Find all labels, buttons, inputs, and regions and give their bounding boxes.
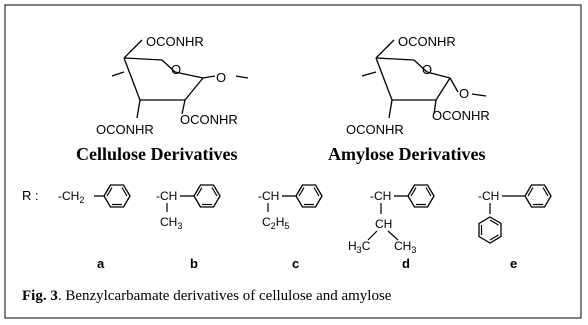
r-group-b-branch: CH: [160, 215, 177, 229]
amylose-sub-top: OCONHR: [398, 34, 456, 49]
r-group-d-left-h: H: [348, 239, 357, 253]
r-group-c-label: c: [292, 256, 299, 271]
cellulose-title: Cellulose Derivatives: [76, 144, 237, 164]
r-group-e-label: e: [510, 256, 517, 271]
r-group-d-right-sub: 3: [411, 245, 416, 255]
svg-text:-CH2: -CH2: [58, 189, 84, 205]
r-group-b-head: -CH: [156, 189, 177, 203]
r-group-c-branch-c: C: [262, 215, 271, 229]
r-group-c: -CH C2H5 c: [258, 184, 323, 271]
r-group-a-head: -CH: [58, 189, 79, 203]
r-group-d-left-sub: 3: [357, 245, 362, 255]
r-group-a-sub: 2: [79, 195, 84, 205]
caption-text: . Benzylcarbamate derivatives of cellulo…: [58, 288, 392, 304]
figure-caption: Fig. 3. Benzylcarbamate derivatives of c…: [22, 288, 392, 304]
benzene-ring-e-right: [524, 184, 552, 208]
r-group-prefix: R :: [22, 188, 39, 203]
cellulose-sub-right: OCONHR: [180, 112, 238, 127]
r-group-a-label: a: [97, 256, 105, 271]
amylose-sub-right: OCONHR: [432, 108, 490, 123]
r-group-b-branch-sub: 3: [177, 221, 182, 231]
benzene-ring-d: [407, 184, 435, 208]
amylose-structure: [361, 39, 487, 119]
r-group-d-mid: CH: [375, 217, 392, 231]
cellulose-glyco-oxygen: O: [216, 70, 226, 85]
benzene-ring-e-lower: [478, 216, 502, 244]
r-group-a: -CH2 a: [58, 184, 131, 271]
cellulose-structure: [111, 39, 249, 119]
benzene-ring-a: [103, 184, 131, 208]
r-group-c-branch-sub1: 2: [271, 221, 276, 231]
amylose-ring-oxygen: O: [422, 62, 432, 77]
r-group-e: -CH e: [478, 184, 552, 271]
svg-text:CH3: CH3: [394, 239, 416, 255]
cellulose-ring-oxygen: O: [171, 62, 181, 77]
r-group-d-head: -CH: [370, 189, 391, 203]
r-group-c-branch-sub2: 5: [284, 221, 289, 231]
cellulose-sub-bottom: OCONHR: [96, 122, 154, 137]
svg-text:H3C: H3C: [348, 239, 371, 255]
cellulose-sub-top: OCONHR: [146, 34, 204, 49]
svg-text:C2H5: C2H5: [262, 215, 289, 231]
caption-fig-label: Fig. 3: [22, 288, 58, 304]
amylose-title: Amylose Derivatives: [328, 144, 485, 164]
svg-text:CH3: CH3: [160, 215, 182, 231]
r-group-d-label: d: [402, 256, 410, 271]
r-group-c-branch-h: H: [276, 215, 285, 229]
r-group-d-left-c: C: [362, 239, 371, 253]
figure-border: [4, 4, 582, 319]
r-group-d-right: CH: [394, 239, 411, 253]
amylose-link-oxygen: O: [459, 86, 469, 101]
r-group-b: -CH CH3 b: [156, 184, 221, 271]
r-group-b-label: b: [190, 256, 198, 271]
benzene-ring-c: [295, 184, 323, 208]
benzene-ring-b: [193, 184, 221, 208]
r-group-c-head: -CH: [258, 189, 279, 203]
r-group-e-head: -CH: [478, 189, 499, 203]
amylose-sub-bottom: OCONHR: [346, 122, 404, 137]
r-group-d: -CH CH H3C CH3 d: [348, 184, 435, 271]
